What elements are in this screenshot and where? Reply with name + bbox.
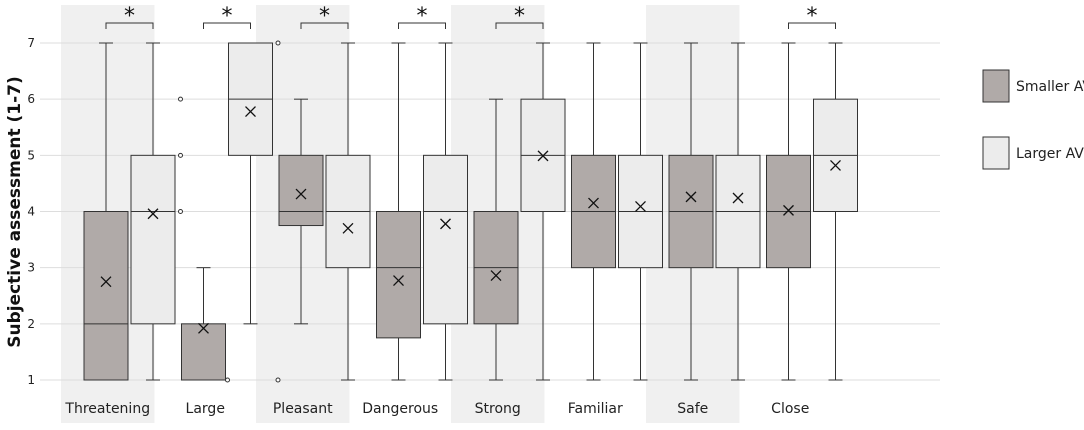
- box-familiar-smaller-av-mean: [588, 197, 599, 209]
- category-label-pleasant: Pleasant: [273, 401, 333, 417]
- significance-star-threatening: *: [124, 4, 135, 29]
- box-dangerous-smaller-av: [376, 42, 421, 381]
- category-labels: Threatening Large Pleasant Dangerous Strong F…: [64, 401, 809, 417]
- box-large-smaller-av-outlier-1: [178, 152, 183, 158]
- box-close-smaller-av-mean: [783, 204, 794, 216]
- y-tick-6: 6: [27, 92, 35, 106]
- box-threatening-smaller-av-box: [83, 211, 129, 381]
- box-threatening-larger-av: [130, 42, 176, 381]
- significance-star-strong: *: [514, 4, 525, 29]
- box-large-smaller-av: [178, 96, 226, 381]
- bracket-close: [788, 22, 836, 29]
- box-large-smaller-av-box: [181, 323, 226, 381]
- box-dangerous-larger-av-box: [423, 154, 468, 325]
- box-threatening-larger-av-box: [130, 154, 176, 325]
- bracket-large: [203, 22, 251, 29]
- box-dangerous-smaller-av-box: [376, 211, 421, 339]
- box-strong-smaller-av: [473, 98, 519, 381]
- box-safe-larger-av: [715, 42, 761, 381]
- significance-star-dangerous: *: [417, 4, 428, 29]
- box-large-larger-av-outlier-0: [225, 377, 230, 383]
- category-label-safe: Safe: [677, 401, 708, 417]
- category-label-close: Close: [771, 401, 809, 417]
- category-label-dangerous: Dangerous: [362, 401, 438, 417]
- category-label-familiar: Familiar: [568, 401, 623, 417]
- bracket-dangerous: [398, 22, 446, 29]
- y-tick-2: 2: [27, 317, 35, 331]
- bracket-threatening: [105, 22, 154, 29]
- box-close-larger-av: [813, 42, 858, 381]
- box-dangerous-smaller-av-mean: [393, 275, 404, 287]
- significance-star-large: *: [222, 4, 233, 29]
- box-pleasant-smaller-av-outlier-1: [275, 40, 281, 46]
- box-threatening-smaller-av: [83, 42, 129, 381]
- box-large-smaller-av-outlier-2: [178, 96, 183, 102]
- box-threatening-smaller-av-mean: [100, 276, 112, 288]
- y-tick-1: 1: [27, 373, 35, 387]
- box-large-smaller-av-mean: [198, 322, 209, 334]
- box-familiar-larger-av: [618, 42, 663, 381]
- box-large-larger-av: [225, 42, 273, 383]
- significance-star-pleasant: *: [319, 4, 330, 29]
- significance-brackets: * * * * * *: [105, 4, 836, 29]
- box-familiar-smaller-av: [571, 42, 616, 381]
- box-strong-larger-av-mean: [537, 150, 549, 162]
- box-threatening-larger-av-mean: [147, 208, 159, 220]
- box-pleasant-smaller-av-box: [278, 154, 324, 227]
- category-label-strong: Strong: [475, 401, 521, 417]
- box-dangerous-larger-av-mean: [440, 218, 451, 230]
- legend-swatch-larger-av: [982, 136, 1010, 170]
- box-strong-larger-av: [520, 42, 566, 381]
- y-tick-4: 4: [27, 205, 35, 219]
- significance-star-close: *: [807, 4, 818, 29]
- y-tick-3: 3: [27, 261, 35, 275]
- box-familiar-larger-av-mean: [635, 200, 646, 212]
- y-axis-ticks: 1 2 3 4 5 6 7: [27, 36, 35, 387]
- box-safe-larger-av-mean: [732, 192, 744, 204]
- box-safe-smaller-av-mean: [685, 191, 697, 203]
- box-pleasant-larger-av-mean: [342, 222, 354, 234]
- y-axis-label: Subjective assessment (1-7): [5, 76, 25, 348]
- box-close-smaller-av: [766, 42, 811, 381]
- box-safe-smaller-av: [668, 42, 714, 381]
- box-series: [83, 40, 858, 383]
- box-close-larger-av-mean: [830, 159, 841, 171]
- box-strong-smaller-av-mean: [490, 270, 502, 281]
- legend-swatch-smaller-av: [982, 69, 1010, 103]
- box-pleasant-smaller-av: [275, 40, 324, 383]
- legend-label-smaller-av: Smaller AV: [1016, 79, 1084, 95]
- bracket-pleasant: [300, 22, 349, 29]
- box-dangerous-larger-av: [423, 42, 468, 381]
- category-label-threatening: Threatening: [64, 401, 150, 417]
- box-large-larger-av-mean: [245, 106, 256, 117]
- category-label-large: Large: [186, 401, 225, 417]
- box-pleasant-smaller-av-mean: [295, 188, 307, 200]
- y-tick-5: 5: [27, 148, 35, 162]
- bracket-strong: [495, 22, 544, 29]
- box-pleasant-larger-av: [325, 42, 371, 381]
- legend: Smaller AV Larger AV: [982, 69, 1084, 170]
- box-pleasant-smaller-av-outlier-0: [275, 377, 281, 383]
- y-tick-7: 7: [27, 36, 35, 50]
- box-large-smaller-av-outlier-0: [178, 209, 183, 214]
- legend-label-larger-av: Larger AV: [1016, 146, 1084, 162]
